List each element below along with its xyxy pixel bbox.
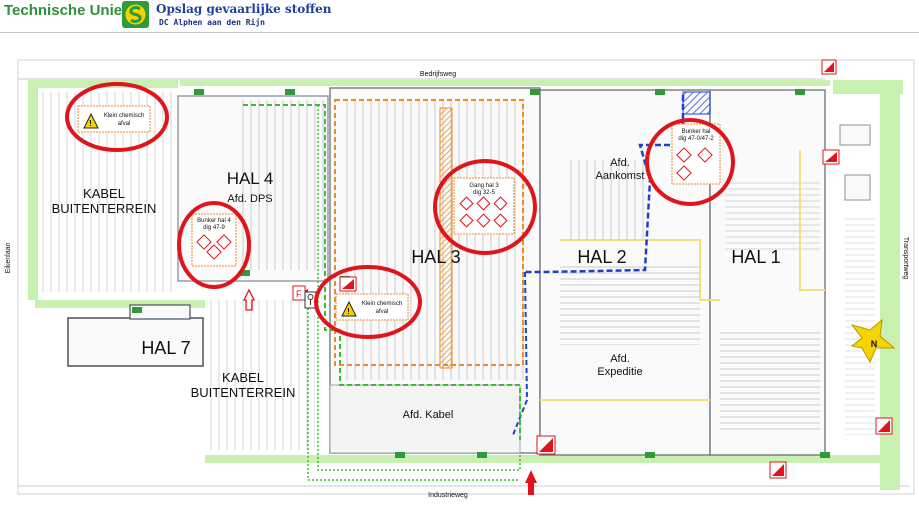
kabel-buitenterrein-west-label-line2: BUITENTERREIN [52, 201, 157, 216]
grass-strip [880, 80, 900, 490]
brand-name: Technische Unie [4, 2, 123, 19]
grass-strip [28, 80, 38, 300]
road-label-east: Transportweg [902, 237, 909, 280]
ghs-diamond-icon [459, 196, 508, 228]
svg-text:!: ! [347, 307, 350, 316]
page-title: Opslag gevaarlijke stoffen [156, 2, 332, 16]
grass-strip [180, 80, 540, 86]
hazard-note-text: Klein chemisch [104, 113, 144, 119]
afd-aankomst-label-line2: Aankomst [596, 170, 645, 182]
orange-route-zone [334, 99, 524, 366]
highlight-circle [314, 265, 422, 339]
highlight-circle [433, 159, 537, 255]
hal2-label: HAL 2 [577, 247, 626, 267]
highlight-circle [177, 201, 251, 289]
site-border [17, 59, 915, 495]
warning-triangle-icon [341, 300, 357, 317]
afd-expeditie-label-line1: Afd. [610, 353, 630, 365]
hal3-label: HAL 3 [411, 247, 460, 267]
grass-strip [205, 455, 895, 463]
hal2-racks [560, 265, 700, 345]
grass-strip [540, 80, 830, 86]
road-label-north: Bedrijfsweg [420, 71, 456, 78]
afd-expeditie-label-line2: Expeditie [597, 366, 642, 378]
hazard-note-text: Klein chemisch [362, 301, 402, 307]
kabel-buitenterrein-south-label-line1: KABEL [222, 370, 264, 385]
hazard-note-text: afval [118, 121, 131, 127]
hal3-racks [340, 100, 525, 380]
hazard-note-text: dig 32-5 [473, 190, 495, 196]
hazard-note-bunker-hal4: Bunker hal 4 dig 47-9 [191, 213, 237, 267]
hal4-label: HAL 4 [227, 169, 274, 188]
hazard-note-gang-hal3: Gang hal 3 dig 32-5 [453, 177, 515, 235]
hal7-label: HAL 7 [141, 338, 190, 358]
bunker-hal1-zone [682, 91, 711, 115]
highlight-circles [65, 82, 735, 339]
svg-text:!: ! [89, 119, 92, 128]
hazard-note-klein-chemisch-nw: ! Klein chemisch afval [77, 105, 151, 133]
afd-kabel-zone [329, 384, 521, 454]
hal7-building [67, 317, 204, 367]
hazard-note-text: afval [376, 309, 389, 315]
highlight-circle [645, 118, 735, 206]
afd-aankomst-label-line1: Afd. [610, 157, 630, 169]
emergency-marker-icon [339, 59, 893, 479]
hazard-note-text: dig 47-0/47-2 [678, 136, 714, 142]
kabel-buitenterrein-south-area [205, 300, 315, 450]
highlight-circle [65, 82, 169, 152]
road-label-west: Eikenlaan [5, 243, 12, 274]
hal4-racks [240, 100, 325, 270]
brand-logo-icon [122, 1, 149, 28]
hazard-note-klein-chemisch-hal3: ! Klein chemisch afval [335, 293, 409, 321]
hazard-note-text: Bunker hal 4 [197, 218, 231, 224]
kabel-buitenterrein-west-label-line1: KABEL [83, 186, 125, 201]
grass-strip [35, 300, 205, 308]
site-map: F Bedrijfsweg Industrieweg Eikenlaan Tra… [5, 59, 915, 499]
afd-kabel-label: Afd. Kabel [403, 409, 454, 421]
warning-triangle-icon [83, 112, 99, 129]
compass-label: N [871, 339, 878, 349]
afd-dps-label: Afd. DPS [227, 193, 272, 205]
hal1-racks [720, 330, 820, 430]
north-compass-icon: N [850, 318, 896, 364]
ghs-diamond-icon [196, 234, 232, 260]
road-label-south: Industrieweg [428, 492, 468, 499]
page-subtitle: DC Alphen aan den Rijn [159, 18, 265, 27]
hazard-note-text: dig 47-9 [203, 225, 225, 231]
svg-text:F: F [296, 289, 302, 299]
hal1-label: HAL 1 [731, 247, 780, 267]
ghs-diamond-icon [676, 147, 713, 181]
header-bar: Technische Unie Opslag gevaarlijke stoff… [0, 0, 919, 33]
hazard-note-bunker-hal1: Bunker hal dig 47-0/47-2 [671, 123, 721, 185]
hazard-note-text: Bunker hal [682, 129, 711, 135]
kabel-buitenterrein-south-label-line2: BUITENTERREIN [191, 385, 296, 400]
hazard-note-text: Gang hal 3 [469, 183, 499, 189]
